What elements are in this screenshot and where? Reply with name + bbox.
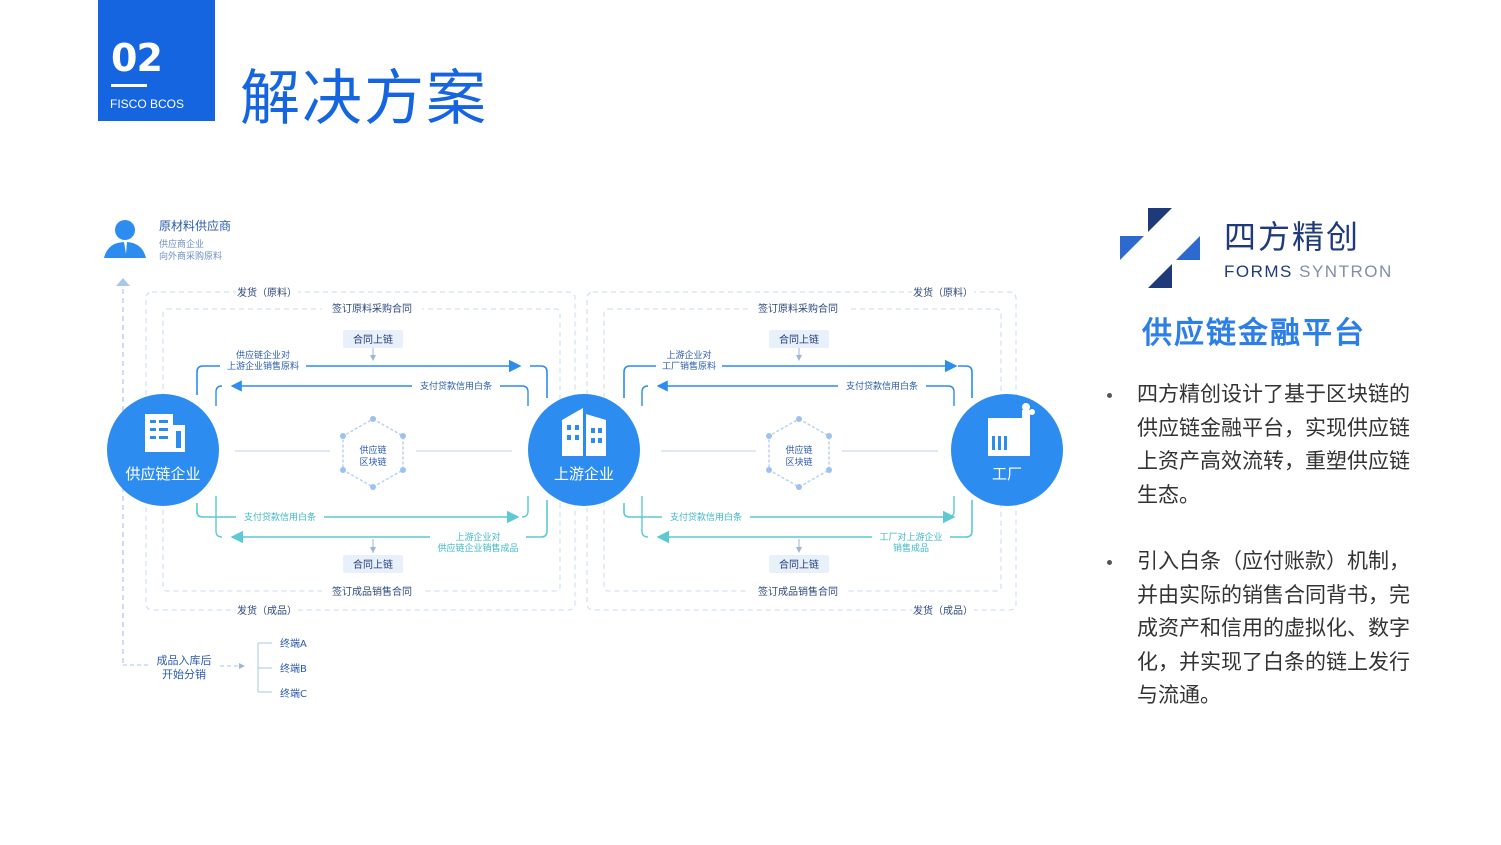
distribution-line1: 成品入库后 (157, 654, 212, 667)
right-pay-bottom-arrow (623, 503, 956, 524)
right-sell-raw-line1: 上游企业对 (666, 349, 711, 361)
brand-name-en: FORMS SYNTRON (1224, 262, 1393, 281)
left-contract-bottom-label: 合同上链 (353, 558, 393, 571)
terminal-bracket (257, 642, 272, 693)
right-ship-raw-label: 发货（原料） (913, 286, 973, 299)
left-sell-raw-line1: 供应链企业对 (236, 349, 290, 361)
left-sell-product-arrow (230, 500, 548, 544)
right-contract-bottom-label: 合同上链 (779, 558, 819, 571)
left-pay-bottom-label: 支付贷款信用白条 (244, 511, 316, 523)
left-contract-top-box (343, 330, 403, 348)
person-icon (104, 220, 146, 258)
right-sell-product-line1: 工厂对上游企业 (879, 531, 942, 543)
left-sell-raw-arrow (196, 359, 522, 395)
left-sell-product-line1: 上游企业对 (455, 531, 500, 543)
brand-name-cn: 四方精创 (1224, 218, 1361, 256)
bullet-item: 四方精创设计了基于区块链的供应链金融平台，实现供应链上资产高效流转，重塑供应链生… (1104, 378, 1424, 512)
forms-syntron-logo-icon (1120, 208, 1200, 288)
left-blockchain-line2: 区块链 (359, 456, 386, 468)
badge-divider (111, 84, 147, 87)
right-blockchain-hexagon (766, 416, 832, 490)
left-pay-top-label: 支付贷款信用白条 (420, 380, 492, 392)
right-sell-product-arrow (656, 500, 973, 544)
left-sell-product-line2: 供应链企业销售成品 (437, 542, 518, 554)
right-contract-bottom-box (769, 555, 829, 573)
section-number: 02 (111, 36, 163, 80)
right-blockchain-line1: 供应链 (785, 444, 812, 456)
supplier-arrow (116, 278, 130, 286)
node-right-label: 工厂 (992, 465, 1022, 483)
right-sign-raw-label: 签订原料采购合同 (758, 302, 838, 315)
badge-subtitle: FISCO BCOS (110, 97, 185, 111)
factory-icon (988, 403, 1035, 456)
left-contract-top-label: 合同上链 (353, 333, 393, 346)
bullet-item: 引入白条（应付账款）机制，并由实际的销售合同背书，完成资产和信用的虚拟化、数字化… (1104, 545, 1424, 713)
office-building-icon (145, 414, 185, 452)
left-sign-product-label: 签订成品销售合同 (332, 585, 412, 598)
terminal-b: 终端B (280, 662, 307, 675)
supplier-line2: 向外商采购原料 (159, 250, 222, 262)
right-pay-top-label: 支付贷款信用白条 (846, 380, 918, 392)
left-sign-raw-label: 签订原料采购合同 (332, 302, 412, 315)
left-blockchain-line1: 供应链 (359, 444, 386, 456)
node-left-label: 供应链企业 (125, 465, 200, 483)
right-sign-product-label: 签订成品销售合同 (758, 585, 838, 598)
terminal-a: 终端A (280, 637, 307, 650)
right-contract-top-box (769, 330, 829, 348)
node-middle-label: 上游企业 (554, 465, 614, 483)
section-badge: 02 FISCO BCOS (98, 0, 215, 121)
right-sell-raw-arrow (623, 359, 958, 398)
right-sell-raw-line2: 工厂销售原料 (662, 360, 716, 372)
bullet-list: 四方精创设计了基于区块链的供应链金融平台，实现供应链上资产高效流转，重塑供应链生… (1104, 378, 1424, 746)
right-ship-product-label: 发货（成品） (913, 604, 973, 617)
left-pay-bottom-arrow (196, 503, 520, 524)
right-pay-bottom-label: 支付贷款信用白条 (670, 511, 742, 523)
page-title: 解决方案 (240, 64, 488, 134)
left-ship-product-label: 发货（成品） (237, 604, 297, 617)
left-ship-raw-label: 发货（原料） (237, 286, 297, 299)
supplier-line1: 供应商企业 (159, 238, 204, 250)
skyscraper-icon (562, 408, 606, 456)
platform-title: 供应链金融平台 (1142, 316, 1366, 351)
node-upstream-enterprise (528, 394, 640, 506)
distribution-line2: 开始分销 (162, 667, 206, 681)
left-sell-raw-line2: 上游企业销售原料 (227, 360, 299, 372)
left-contract-bottom-box (343, 555, 403, 573)
right-blockchain-line2: 区块链 (785, 456, 812, 468)
supplier-title: 原材料供应商 (159, 218, 231, 233)
right-pay-top-arrow (656, 380, 955, 406)
left-blockchain-hexagon (340, 416, 406, 490)
terminal-c: 终端C (280, 687, 307, 700)
right-sell-product-line2: 销售成品 (893, 542, 929, 554)
node-supply-chain-enterprise (107, 394, 219, 506)
left-pay-top-arrow (230, 380, 529, 406)
right-contract-top-label: 合同上链 (779, 333, 819, 346)
node-factory (951, 394, 1063, 506)
